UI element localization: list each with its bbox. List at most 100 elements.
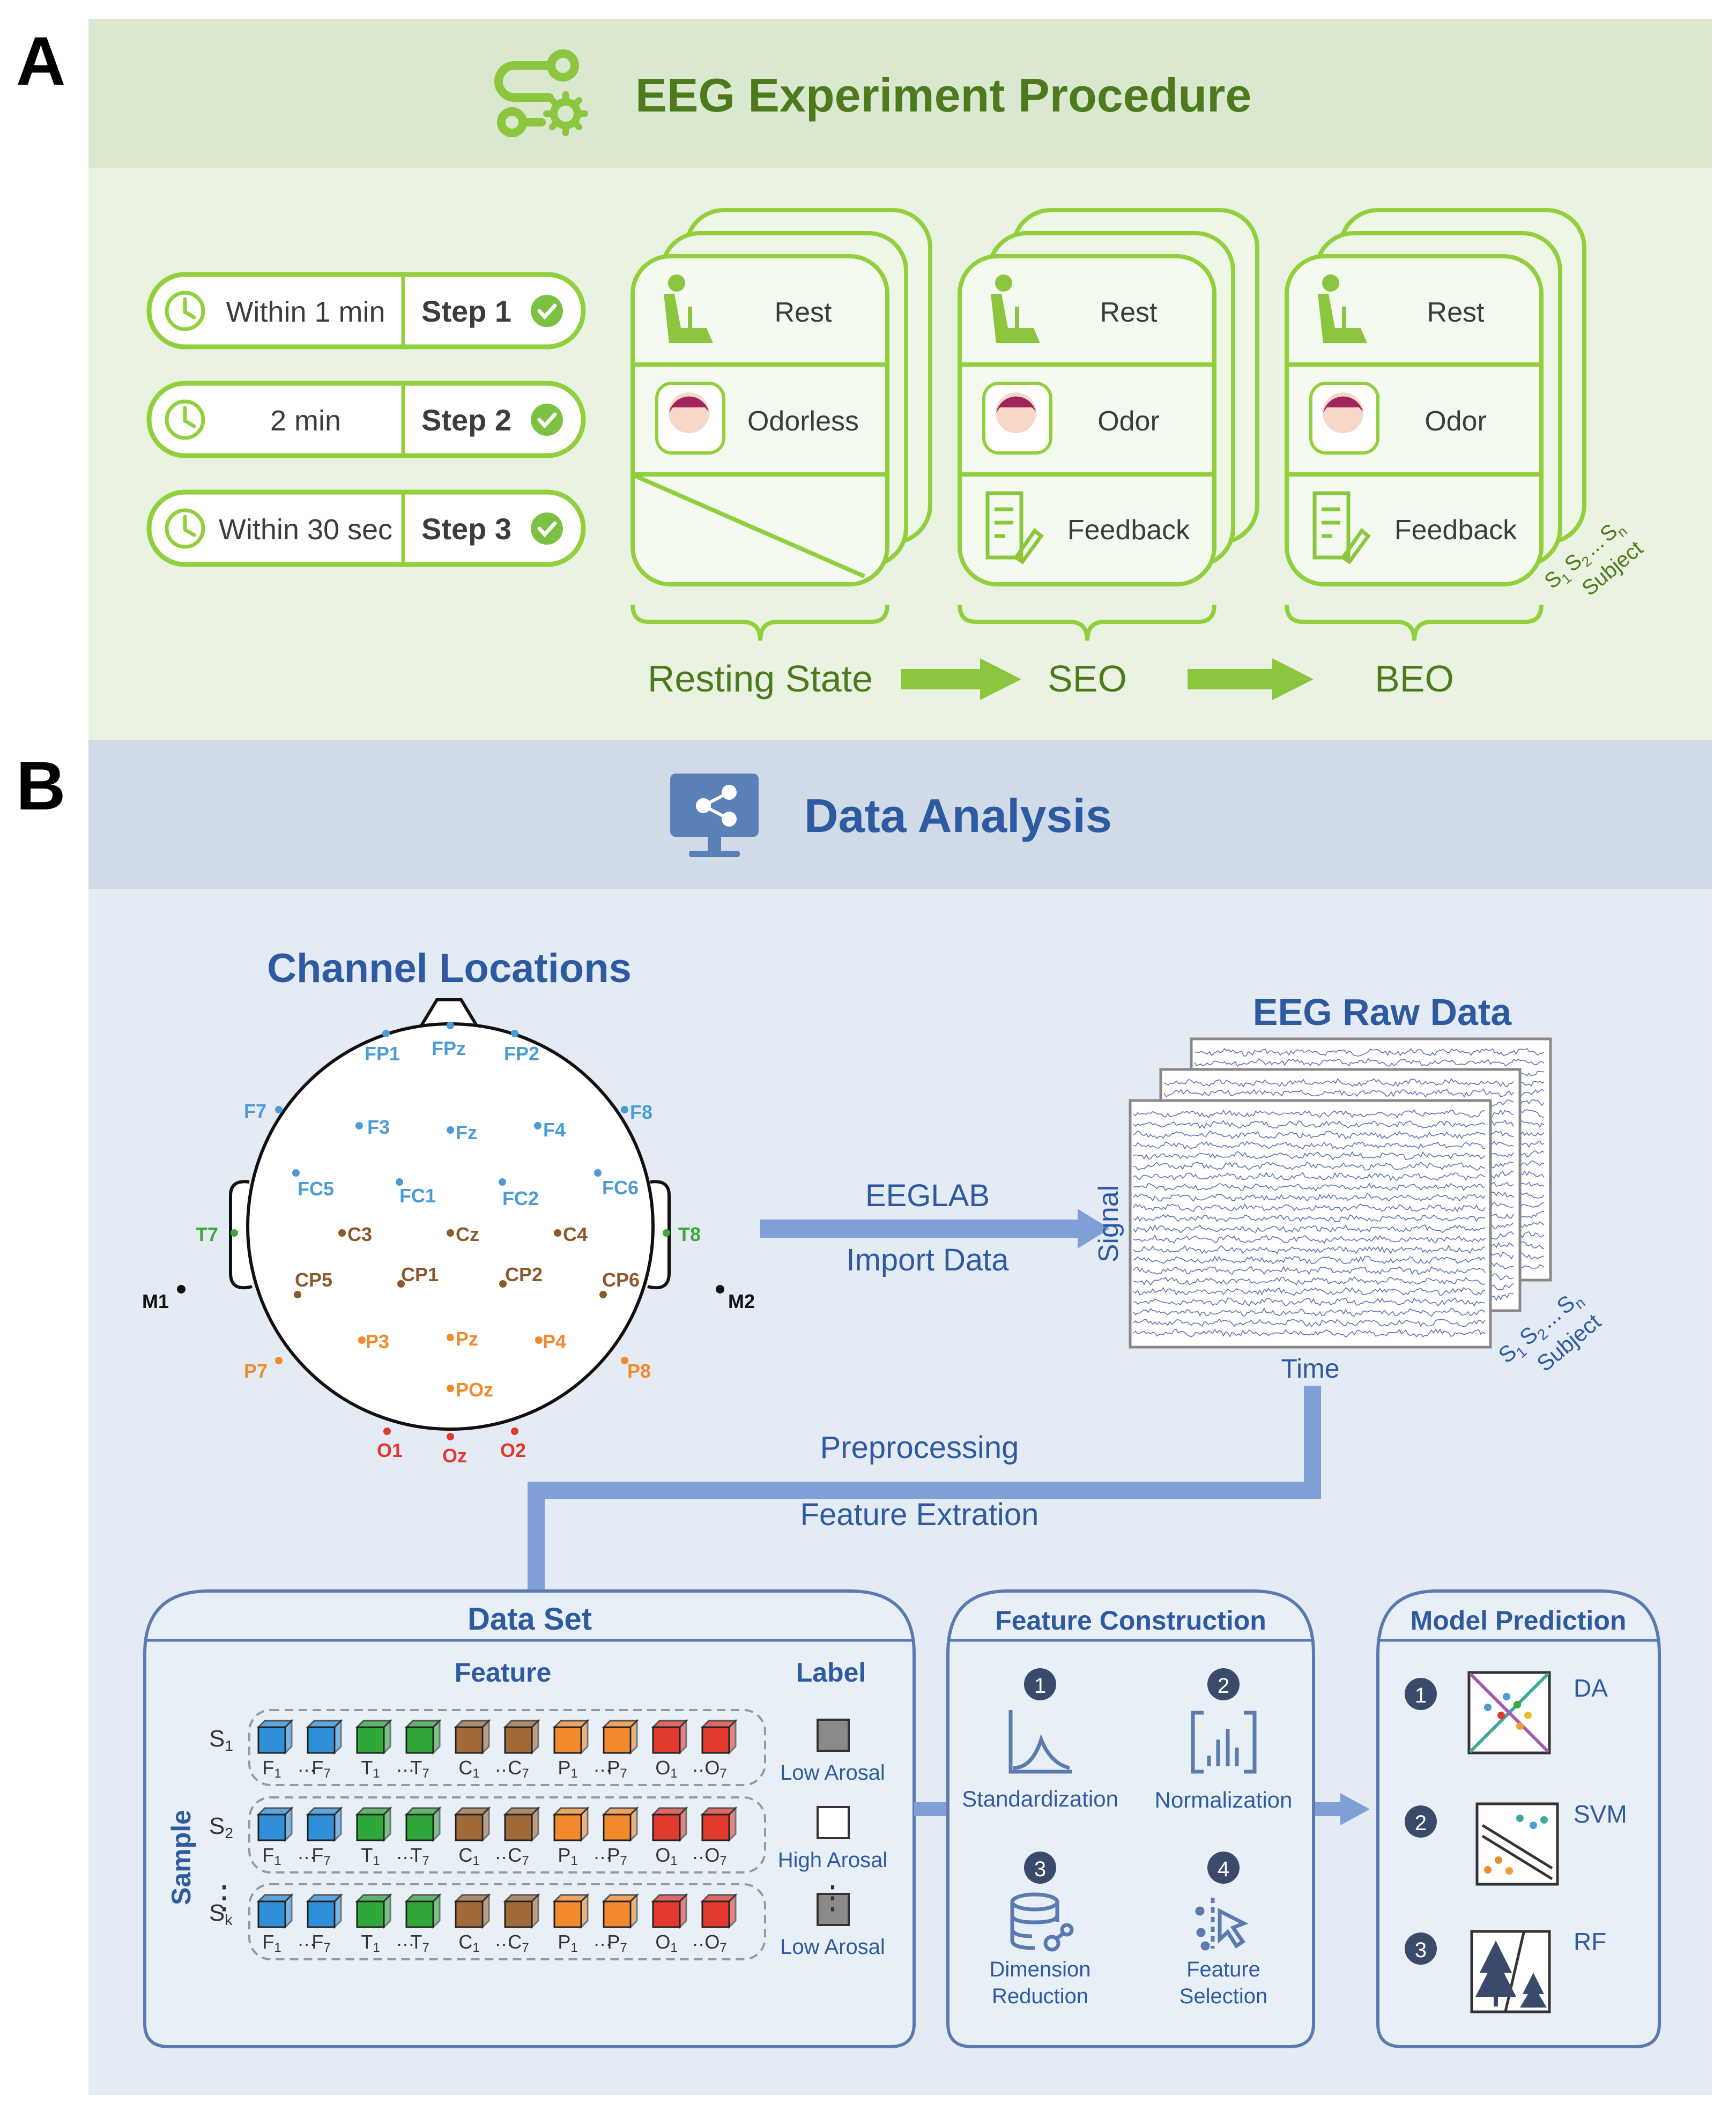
- eeg-trace: [1133, 1183, 1486, 1192]
- electrode-dot: [511, 1030, 518, 1037]
- eeg-trace: [1133, 1109, 1486, 1118]
- eeg-trace: [1133, 1276, 1486, 1286]
- feature-cube: T1…: [355, 1893, 415, 1955]
- eeg-trace: [1133, 1130, 1486, 1140]
- stack-beo: Rest Odor Feedback: [1285, 208, 1586, 641]
- ellipsis-dots: …: [494, 1928, 514, 1950]
- feature-cube: C1…: [454, 1719, 514, 1781]
- electrode-dot: [294, 1291, 301, 1298]
- panel-b-letter: B: [16, 748, 65, 824]
- feature-cube-label: C1: [458, 1931, 479, 1955]
- panel-a-title: EEG Experiment Procedure: [635, 69, 1251, 122]
- feature-cube: F1…: [256, 1893, 316, 1955]
- sample-axis-label: Sample: [166, 1810, 196, 1905]
- electrode-label: CP6: [602, 1269, 640, 1291]
- arrow-label-bottom: Import Data: [847, 1243, 1010, 1277]
- feature-cube: F7: [306, 1719, 343, 1781]
- label-swatch: [817, 1719, 850, 1752]
- feature-cube: P1…: [552, 1719, 612, 1781]
- feature-header: Feature: [455, 1657, 552, 1688]
- clock-icon: [165, 508, 205, 549]
- eeg-trace: [1133, 1161, 1486, 1171]
- feature-cube-label: P1: [558, 1757, 577, 1781]
- database-reduction-icon: [1010, 1892, 1074, 1952]
- svg-text:1: 1: [1034, 1674, 1046, 1698]
- feature-cube-label: T7: [410, 1844, 429, 1868]
- feature-cube: P7: [602, 1719, 639, 1781]
- eeg-cap-head-icon: [1309, 382, 1379, 455]
- feature-cube: P7: [602, 1806, 639, 1868]
- electrode-label: P8: [627, 1360, 651, 1382]
- step-number-badge: 3: [1024, 1852, 1056, 1884]
- stack-row-label: Rest: [1427, 297, 1485, 328]
- electrode-label: F8: [630, 1101, 652, 1123]
- model-label: RF: [1574, 1928, 1606, 1956]
- feature-cube-label: C7: [508, 1757, 529, 1781]
- electrode-dot: [511, 1428, 518, 1435]
- eeg-raw-title: EEG Raw Data: [1253, 991, 1512, 1033]
- eeg-trace: [1133, 1245, 1486, 1254]
- ellipsis-dots: …: [692, 1928, 711, 1950]
- feature-cube: C1 …: [454, 1893, 514, 1955]
- ellipsis-dots: …: [593, 1928, 612, 1950]
- feature-cube-label: F1: [262, 1844, 281, 1868]
- eeg-trace: [1163, 1077, 1514, 1088]
- electrode-label: CP1: [401, 1263, 439, 1285]
- feature-cube-label: O1: [655, 1931, 677, 1955]
- step-label: Step 2: [421, 403, 511, 437]
- electrode-label: FP1: [365, 1043, 400, 1065]
- electrode-dot: [447, 1229, 454, 1237]
- feature-cube-label: T1: [361, 1844, 380, 1868]
- clock-icon: [165, 399, 205, 440]
- feature-extraction-label: Feature Extration: [800, 1497, 1039, 1532]
- reference-label: M2: [728, 1290, 755, 1312]
- eeg-trace: [1194, 1047, 1545, 1057]
- electrode-label: P7: [244, 1360, 268, 1382]
- step-duration: 2 min: [270, 405, 341, 437]
- electrode-label: FC6: [602, 1177, 639, 1199]
- eeg-trace: [1133, 1203, 1486, 1213]
- feature-cube-label: F7: [311, 1931, 330, 1955]
- feature-cube: F7: [306, 1806, 343, 1868]
- electrode-dot: [554, 1229, 561, 1237]
- electrode-label: CP2: [505, 1263, 543, 1285]
- ellipsis-dots: …: [494, 1841, 514, 1863]
- import-arrow: [760, 1209, 1110, 1248]
- feature-cube: P1…: [552, 1893, 612, 1955]
- feature-construction-box: Feature Construction 1 Standardization 2…: [946, 1589, 1315, 2048]
- svg-text:3: 3: [1034, 1857, 1046, 1881]
- step-number-badge: 3: [1405, 1932, 1437, 1965]
- electrode-dot: [599, 1291, 607, 1298]
- electrode-dot: [499, 1280, 507, 1288]
- stack-row-label: Odorless: [747, 406, 859, 437]
- eeg-trace: [1133, 1255, 1486, 1265]
- stack-row-label: Rest: [1100, 297, 1158, 328]
- feature-cube-label: F7: [311, 1844, 330, 1868]
- method-label-line2: Selection: [1179, 1984, 1268, 2008]
- feature-vector-frame: [248, 1709, 766, 1786]
- method-label: Normalization: [1155, 1787, 1293, 1812]
- clock-icon: [165, 291, 205, 331]
- electrode-dot: [535, 1336, 543, 1344]
- model-label: DA: [1574, 1674, 1608, 1702]
- panel-a-letter: A: [16, 23, 65, 100]
- arrow-label-top: EEGLAB: [865, 1178, 990, 1213]
- step-number-badge: 2: [1405, 1805, 1437, 1838]
- step-duration: Within 1 min: [226, 296, 385, 328]
- feature-cube-label: F7: [311, 1757, 330, 1781]
- arousal-label: Low Arosal: [780, 1761, 885, 1785]
- step-pill: 2 min Step 2: [146, 381, 586, 458]
- eeg-trace: [1133, 1193, 1486, 1202]
- check-icon: [531, 512, 563, 545]
- check-icon: [531, 295, 563, 327]
- electrode-dot: [499, 1178, 506, 1186]
- step-number-badge: 1: [1405, 1678, 1437, 1710]
- stage-caption: SEO: [1048, 658, 1127, 700]
- feature-cube-label: P7: [607, 1931, 627, 1955]
- eeg-trace: [1133, 1214, 1486, 1222]
- feature-cube-label: T1: [361, 1757, 380, 1781]
- feedback-form-icon: [1312, 491, 1371, 564]
- feature-cube: C7: [503, 1719, 540, 1781]
- feature-cube-label: T7: [410, 1757, 429, 1781]
